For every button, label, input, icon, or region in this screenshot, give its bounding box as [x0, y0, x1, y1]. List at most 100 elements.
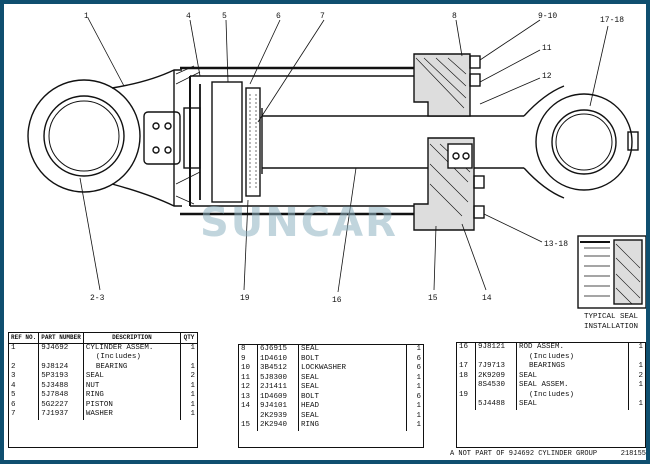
callout-15: 15 [428, 294, 438, 303]
callout-9-10: 9-10 [538, 12, 557, 21]
cell-desc: BEARING [83, 362, 182, 372]
cell-ref: 2 [9, 362, 40, 372]
rod-end-eye [523, 85, 639, 199]
col-ref: REF NO. [9, 333, 40, 344]
cell-ref: 19 [457, 390, 476, 400]
cell-ref: 17 [457, 362, 476, 372]
cell-desc: SEAL [83, 372, 182, 382]
cell-part: 2K2939 [257, 411, 299, 421]
cell-desc: (Includes) [83, 353, 182, 363]
callout-7: 7 [320, 12, 325, 21]
cell-desc: HEAD [298, 402, 407, 412]
drawing-footer: A NOT PART OF 9J4692 CYLINDER GROUP 2181… [450, 450, 646, 458]
cell-part: 9J8124 [38, 362, 84, 372]
cell-ref [457, 352, 476, 362]
cell-ref: 6 [9, 400, 40, 410]
cell-desc: RING [298, 421, 407, 431]
cell-qty: 1 [638, 400, 643, 408]
cell-ref [457, 381, 476, 391]
cell-qty: 6 [416, 364, 421, 372]
cell-desc: BOLT [298, 392, 407, 402]
cell-part [38, 353, 84, 363]
footer-note: A NOT PART OF 9J4692 CYLINDER GROUP [450, 450, 598, 458]
cell-desc: LOCKWASHER [298, 364, 407, 374]
cell-ref: 5 [9, 391, 40, 401]
cell-desc: SEAL [298, 411, 407, 421]
cylinder-head [413, 53, 475, 231]
cell-qty: 1 [416, 411, 421, 420]
cell-desc: SEAL [298, 345, 407, 355]
cell-qty: 6 [416, 392, 421, 401]
cell-ref: 1 [9, 343, 40, 353]
cell-part: 2J1411 [257, 383, 299, 393]
cell-qty: 1 [416, 373, 421, 382]
callout-12: 12 [542, 72, 552, 81]
cell-ref: 13 [239, 392, 258, 402]
cell-ref [9, 353, 40, 363]
cell-part: 7J9713 [475, 362, 517, 372]
cell-desc: WASHER [83, 410, 182, 420]
cell-part: 8S4530 [475, 381, 517, 391]
callout-14: 14 [482, 294, 492, 303]
callout-17-18: 17-18 [600, 16, 624, 25]
table-row: 19(Includes) [457, 390, 646, 401]
seal-caption: TYPICAL SEAL INSTALLATION [578, 312, 644, 332]
cell-part: 5P3193 [38, 372, 84, 382]
cell-qty: 1 [190, 391, 195, 399]
cell-ref: 8 [239, 345, 258, 355]
cell-ref [239, 411, 258, 421]
cell-qty: 1 [416, 402, 421, 410]
cell-qty: 2 [190, 372, 195, 380]
callout-1: 1 [84, 12, 89, 21]
cell-part: 9J4101 [257, 402, 299, 412]
cell-part: 1D4609 [257, 392, 299, 402]
cell-desc: RING [83, 391, 182, 401]
cell-ref: 18 [457, 371, 476, 381]
typical-seal-detail [577, 235, 646, 309]
callout-leaders [79, 17, 609, 293]
cylinder-cross-section-drawing: 1 4 5 6 7 8 9-10 11 12 17-18 2-3 19 16 1… [27, 12, 646, 309]
cell-qty [181, 353, 198, 363]
piston-nut [143, 107, 201, 169]
cell-qty: 2 [638, 371, 643, 380]
seal-caption-line-1: TYPICAL SEAL [583, 313, 638, 321]
cell-desc: PISTON [83, 400, 182, 410]
drawing-frame: 1 4 5 6 7 8 9-10 11 12 17-18 2-3 19 16 1… [4, 4, 646, 460]
cell-ref: 12 [239, 383, 258, 393]
cell-qty: 1 [416, 421, 421, 429]
cell-ref [457, 400, 476, 410]
cell-ref: 9 [239, 354, 258, 364]
cell-qty [629, 391, 646, 401]
cell-part: 2K2940 [257, 421, 299, 431]
cell-qty: 6 [416, 354, 421, 363]
cell-part: 5J8300 [257, 373, 299, 383]
cell-desc: ROD ASSEM. [516, 343, 629, 353]
cell-part: 2K9209 [475, 371, 517, 381]
cylinder-end-hatch [175, 65, 201, 205]
cylinder-end-eye [27, 69, 182, 207]
cell-qty: 1 [190, 343, 195, 352]
callout-2-3: 2-3 [90, 294, 105, 303]
piston [199, 81, 261, 203]
cell-ref: 11 [239, 373, 258, 383]
cell-desc: BOLT [298, 354, 407, 364]
head-bolts [469, 55, 485, 219]
cell-part [475, 352, 517, 362]
cell-ref: 16 [457, 343, 476, 353]
callout-16: 16 [332, 296, 342, 305]
cell-desc: (Includes) [516, 352, 629, 362]
cell-qty: 1 [638, 362, 643, 370]
